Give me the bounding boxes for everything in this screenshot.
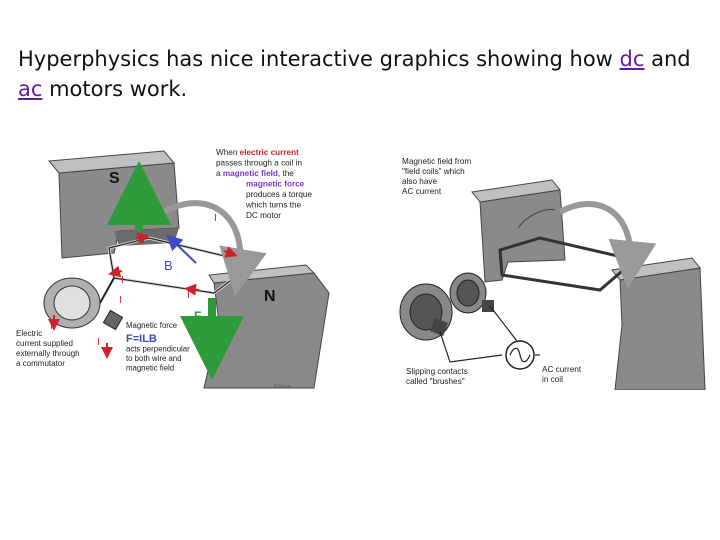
dc-caption-left-line: externally through — [16, 349, 80, 358]
credit-label: H Nave — [274, 384, 291, 390]
dc-caption-top-line: When electric current — [216, 148, 299, 157]
slip-rings — [400, 273, 494, 340]
force-label-top: F — [119, 194, 126, 208]
current-label-2: I — [214, 213, 217, 224]
ac-link[interactable]: ac — [18, 77, 42, 101]
intro-text-start: Hyperphysics has nice interactive graphi… — [18, 47, 620, 71]
ac-motor-diagram: Magnetic field from"field coils" whichal… — [390, 150, 710, 390]
current-label-5: I — [119, 295, 122, 306]
current-label-1: I — [142, 235, 145, 246]
ac-caption-top-line: Magnetic field from — [402, 157, 471, 166]
ac-caption-ac-line: in coil — [542, 375, 563, 384]
north-pole-magnet — [204, 265, 329, 388]
dc-caption-top-line: which turns the — [245, 201, 302, 210]
intro-text-middle: and — [644, 47, 690, 71]
ac-right-magnet — [612, 258, 705, 390]
dc-caption-left-line: current supplied — [16, 339, 73, 348]
ac-caption-brushes-line: called "brushes" — [406, 377, 465, 386]
intro-text-end: motors work. — [42, 77, 187, 101]
dc-caption-left-line: a commutator — [16, 359, 65, 368]
dc-caption-top-line: DC motor — [246, 211, 281, 220]
dc-caption-force-line: F=ILB — [126, 333, 157, 345]
ac-caption-brushes-line: Slipping contacts — [406, 367, 468, 376]
current-label-4: I — [121, 275, 124, 286]
ac-caption-top-line: AC current — [402, 187, 442, 196]
current-label-3: I — [187, 290, 190, 301]
dc-caption-top-line: a magnetic field, the — [216, 169, 294, 178]
current-label-7: I — [97, 337, 100, 348]
dc-caption-top-line: produces a torque — [246, 190, 312, 199]
dc-caption-top-line: magnetic force — [246, 180, 305, 189]
dc-caption-force-line: to both wire and — [126, 354, 181, 363]
dc-caption-force-line: acts perpendicular — [126, 345, 190, 354]
dc-motor-diagram: S N F F B I I I I I I I H Nave When elec… — [14, 143, 336, 393]
ac-caption-top-line: also have — [402, 177, 437, 186]
current-label-6: I — [50, 321, 53, 332]
ac-caption-top: Magnetic field from"field coils" whichal… — [402, 157, 471, 196]
ac-left-magnet — [472, 180, 565, 282]
dc-caption-top-line: passes through a coil in — [216, 159, 302, 168]
dc-caption-force-line: magnetic field — [126, 364, 174, 373]
field-label: B — [164, 258, 173, 273]
pole-s-label: S — [109, 170, 120, 187]
ac-caption-top-line: "field coils" which — [402, 167, 465, 176]
pole-n-label: N — [264, 288, 276, 305]
dc-caption-force-line: Magnetic force — [126, 321, 177, 330]
force-label-bottom: F — [194, 309, 201, 323]
commutator — [44, 278, 123, 330]
intro-paragraph: Hyperphysics has nice interactive graphi… — [18, 44, 708, 104]
dc-link[interactable]: dc — [620, 47, 645, 71]
field-arrow — [172, 240, 196, 263]
ac-caption-ac-line: AC current — [542, 365, 582, 374]
dc-caption-top: When electric current passes through a co… — [216, 148, 312, 220]
dc-caption-left-line: Electric — [16, 329, 42, 338]
